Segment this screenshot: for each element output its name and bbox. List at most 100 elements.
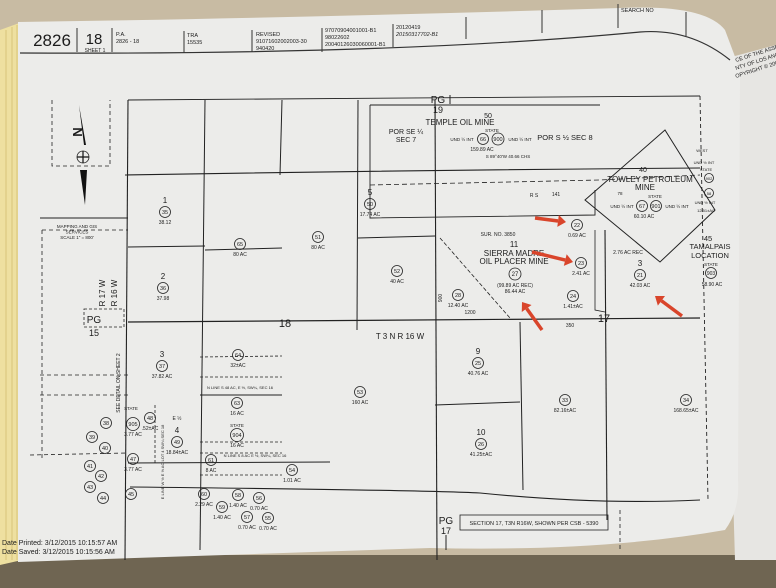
parcel-number-circle: [312, 231, 324, 243]
parcel-number-circle: [232, 349, 244, 361]
parcel-number: 23: [578, 261, 584, 267]
parcel-number: 905: [128, 422, 137, 428]
map-label: UND ½ INT: [610, 203, 634, 209]
parcel-area: 0.70 AC: [250, 506, 268, 512]
parcel-number: 48: [147, 416, 153, 422]
map-label: E ½: [173, 415, 183, 422]
parcel-number-circle: [126, 417, 140, 431]
boundary-line: [699, 95, 709, 501]
parcel-number-circle: [84, 460, 96, 472]
parcel-number-circle: [230, 428, 244, 442]
map-label: 159.89 AC: [470, 147, 494, 153]
parcel-number: 27: [512, 272, 519, 278]
map-label: 40: [639, 167, 647, 174]
parcel-number: 33: [562, 398, 568, 404]
parcel-number: 44: [100, 496, 106, 502]
table-surface: [0, 555, 776, 588]
map-label: UND ½ INT: [665, 203, 689, 209]
parcel-area: 2.41 AC: [572, 271, 590, 277]
red-arrow-icon: [557, 215, 566, 227]
map-label: WEST: [696, 148, 708, 153]
page-stack-lines: [5, 25, 18, 560]
red-arrow-icon: [525, 307, 544, 332]
parcel-area: 42.03 AC: [630, 283, 651, 289]
parcel-area: 38.12: [159, 220, 172, 226]
parcel-area: 160 AC: [352, 400, 369, 406]
parcel-number-circle: [705, 267, 717, 279]
red-arrow-icon: [534, 216, 559, 223]
page-ref: PG: [87, 315, 102, 326]
portion-label: POR S ½ SEC 8: [537, 133, 592, 142]
parcel-number-circle: [634, 269, 646, 281]
parcel-lines: [29, 95, 716, 561]
map-label: N LINE S 48 AC, E ½, SW¼, SEC 16: [207, 385, 274, 390]
page-ref: PG: [431, 95, 446, 106]
parcel-area: 1.01 AC: [283, 478, 301, 484]
red-arrow-icon: [655, 295, 665, 306]
parcel-number: 35: [162, 210, 168, 216]
sheet-label: SHEET 1: [85, 48, 106, 54]
map-label: R S: [530, 193, 539, 199]
parcel-area: 16 AC: [230, 443, 244, 449]
parcel-number-circle: [171, 436, 183, 448]
search-no-label: SEARCH NO: [621, 8, 654, 14]
boundary-line: [519, 321, 524, 491]
map-label: 11: [510, 240, 519, 249]
parcel-number-circle: [99, 442, 111, 454]
parcel-number: 63: [234, 401, 240, 407]
parcel-area: 0.70 AC: [238, 525, 256, 531]
scale-note: MAPPING AND GIS: [57, 224, 97, 229]
map-label: STATE: [485, 128, 499, 133]
map-label: (99.89 AC REC): [497, 283, 533, 289]
dimension: 900: [438, 294, 444, 303]
portion-label: SEC 7: [396, 137, 416, 144]
parcel-number: 40: [102, 446, 108, 452]
parcel-number: 21: [637, 273, 643, 279]
document-number: 98022602: [325, 35, 349, 41]
parcel-area: 12.40 AC: [448, 303, 469, 309]
parcel-number: 61: [208, 458, 214, 464]
parcel-number-circle: [232, 489, 244, 501]
map-label: STATE: [124, 406, 138, 411]
red-arrow-icon: [521, 302, 532, 312]
parcel-area: 41.25±AC: [470, 452, 493, 458]
parcel-number-circle: [575, 257, 587, 269]
parcel-number: 903: [707, 271, 716, 277]
parcel-number-circle: [198, 488, 210, 500]
boundary-line: [434, 99, 438, 561]
map-label: 60.10 AC: [634, 214, 655, 220]
parcel-number-circle: [571, 219, 583, 231]
page-ref: PG: [439, 516, 454, 527]
parcel-number: 22: [574, 223, 580, 229]
parcel-number-circle: [491, 132, 505, 146]
section-number: 18: [279, 318, 291, 330]
map-sheet: [18, 7, 740, 562]
boundary-line: [127, 95, 701, 101]
scale-note: SERVICES: [66, 230, 89, 235]
map-label: STATE: [700, 167, 713, 172]
boundary-line: [29, 452, 129, 456]
parcel-number: 900: [493, 137, 502, 143]
parcel-number: 64: [235, 353, 241, 359]
red-arrow-icon: [563, 254, 573, 266]
red-arrow-icon: [531, 250, 566, 262]
map-label: N LINE S 8 AC E ½, SW¼, SEC 16: [224, 453, 287, 458]
north-arrow-icon: [79, 105, 87, 205]
parcel-number: 42: [98, 474, 104, 480]
parcel-number: 52: [394, 269, 400, 275]
parcel-number-circle: [636, 200, 648, 212]
document-number: 97070904001001-B1: [325, 28, 376, 34]
parcel-area: 32±AC: [230, 363, 246, 369]
boundary-line: [584, 129, 716, 263]
parcel-number-circle: [477, 133, 489, 145]
map-label: UND ½ INT: [695, 200, 716, 205]
parcel-number-circle: [704, 173, 714, 183]
revised-value: 940420: [256, 46, 274, 52]
parcel-number: 43: [87, 485, 93, 491]
parcel-number: 41: [87, 464, 93, 470]
location-name: TAMALPAIS: [690, 242, 731, 251]
boundary-line: [369, 174, 701, 186]
parcel-area: 80 AC: [233, 252, 247, 258]
document-number: 20120419: [396, 25, 420, 31]
